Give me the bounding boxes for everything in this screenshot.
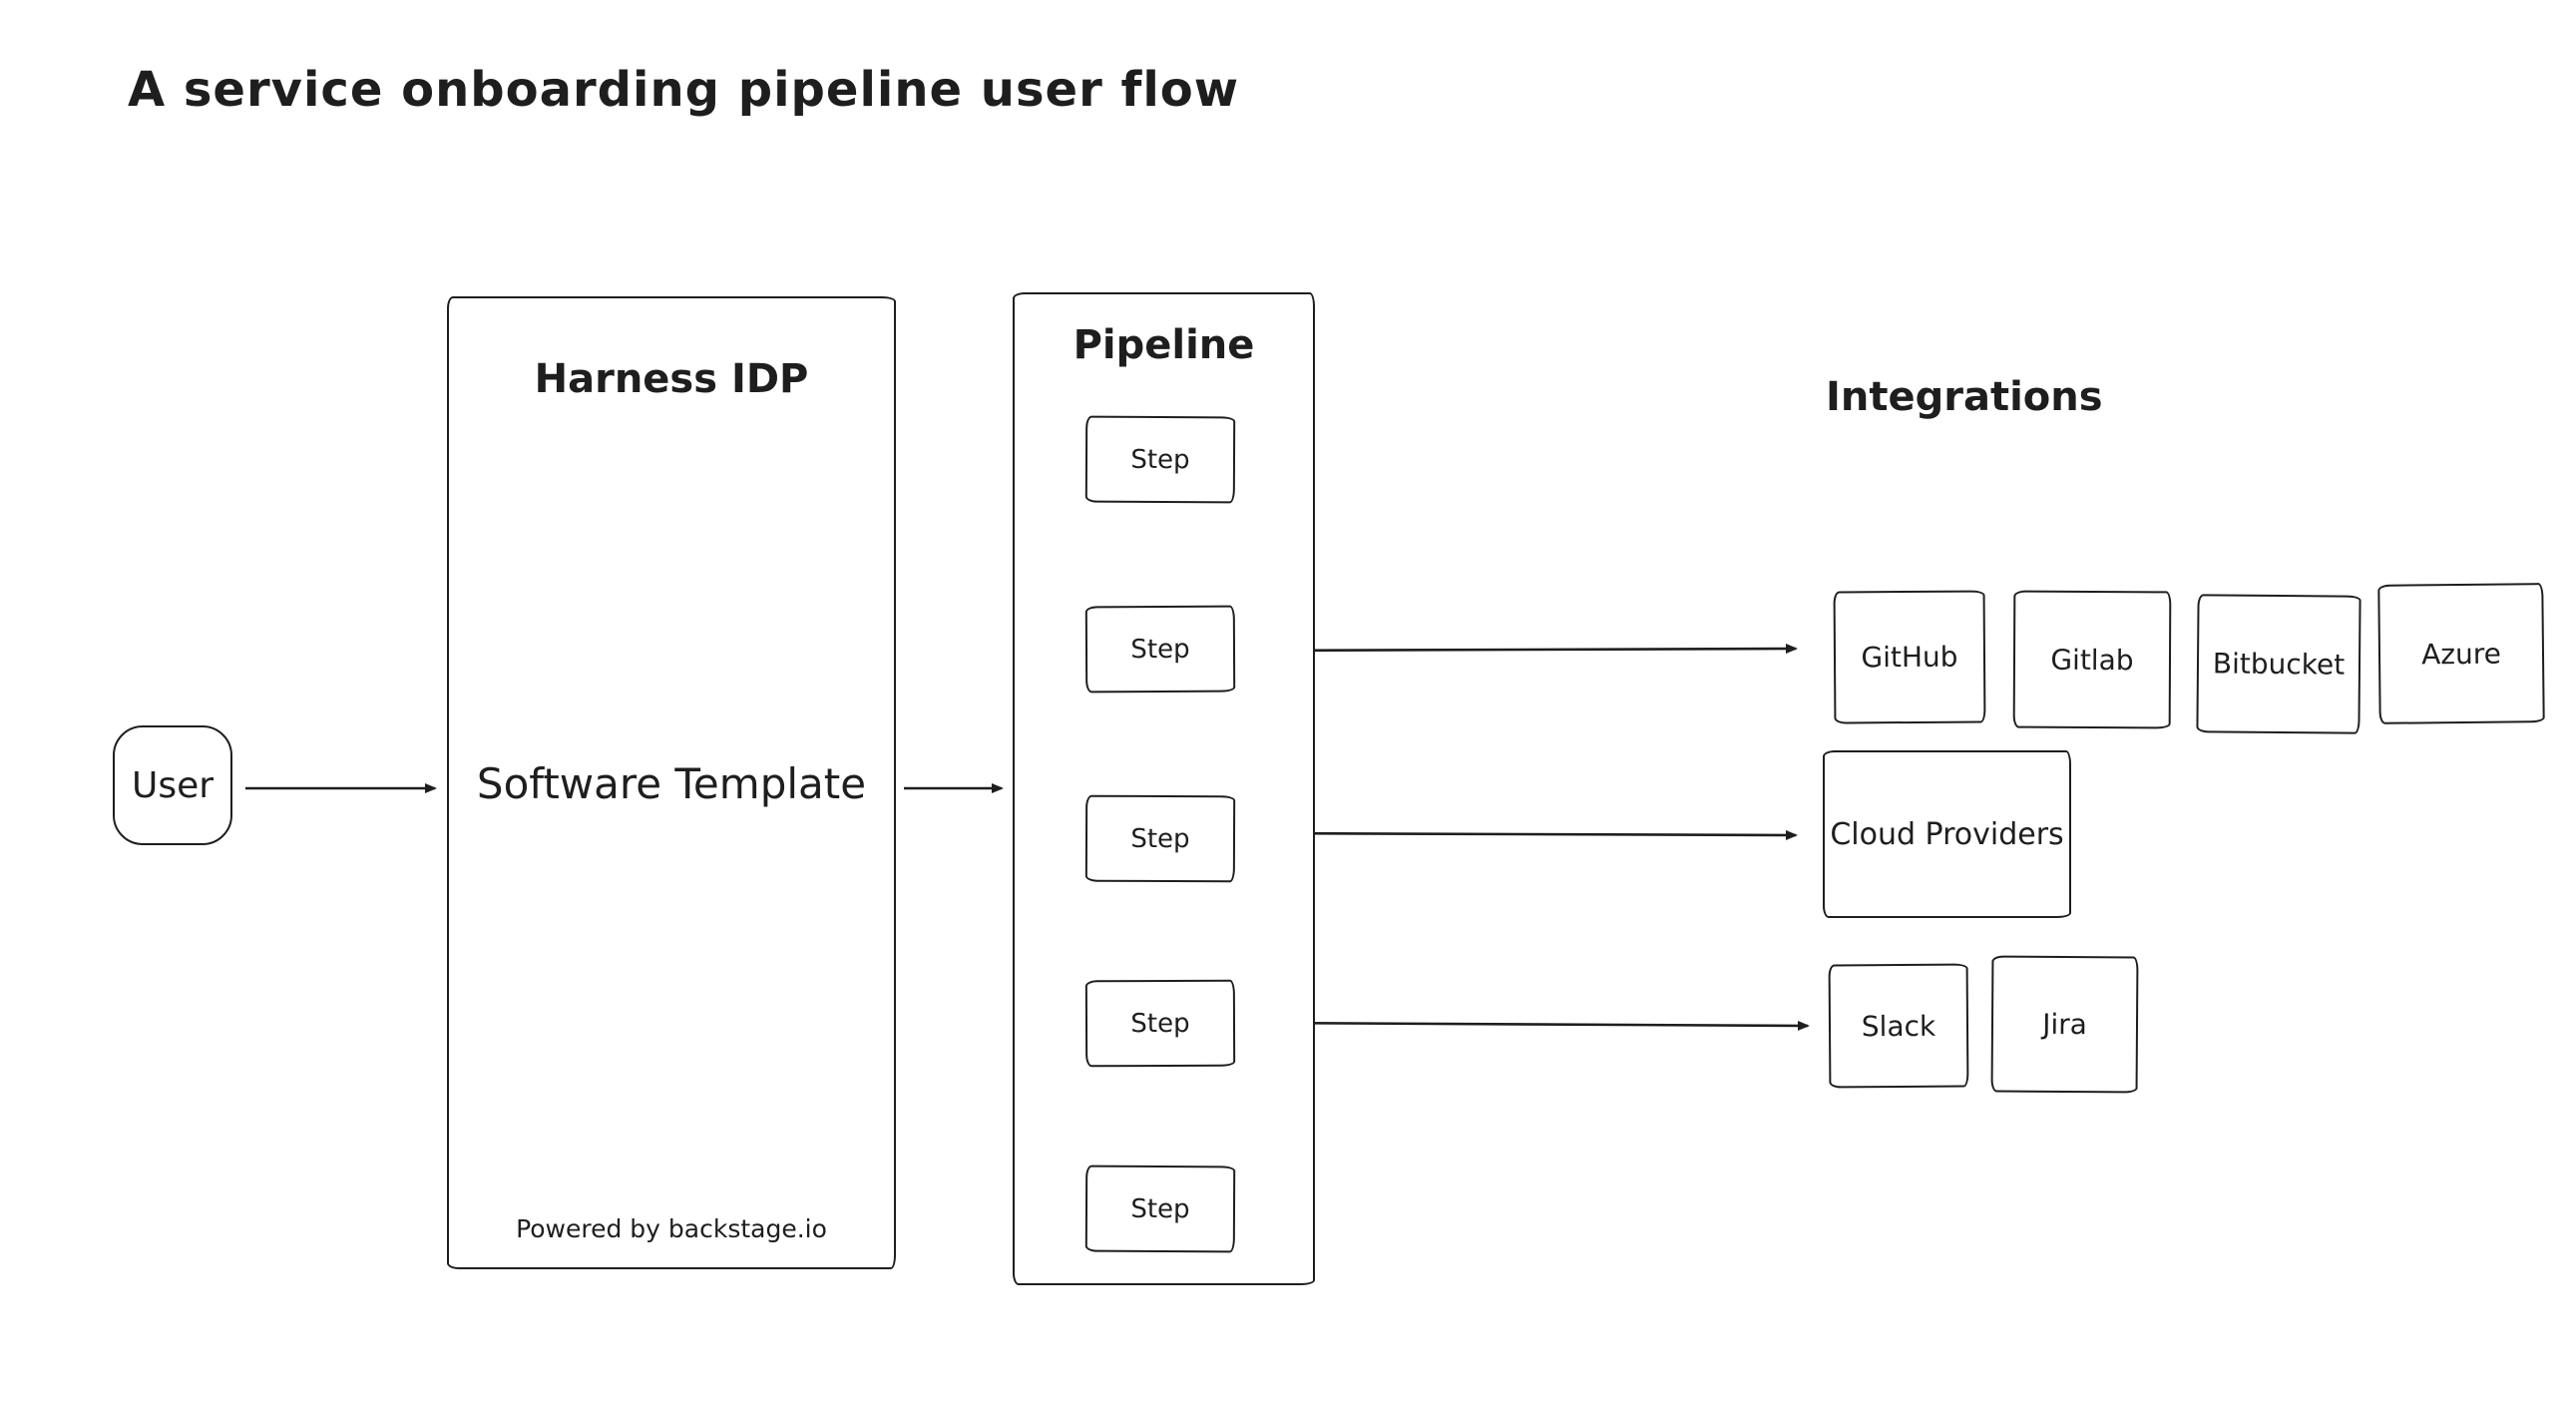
- integration-jira: Jira: [1990, 955, 2139, 1094]
- step-label: Step: [1130, 1008, 1190, 1039]
- user-label: User: [131, 764, 215, 806]
- integration-github: GitHub: [1833, 590, 1986, 724]
- powered-by-label: Powered by backstage.io: [516, 1214, 827, 1243]
- arrow-step3-to-cloud: [1249, 829, 1798, 840]
- gitlab-label: Gitlab: [2050, 643, 2134, 677]
- slack-label: Slack: [1861, 1009, 1936, 1043]
- integration-gitlab: Gitlab: [2012, 590, 2172, 729]
- arrow-step4-to-collab: [1256, 1020, 1810, 1031]
- jira-label: Jira: [2042, 1007, 2087, 1042]
- step-box-3: Step: [1084, 794, 1236, 883]
- step-box-4: Step: [1084, 979, 1236, 1068]
- azure-label: Azure: [2420, 637, 2502, 671]
- integration-azure: Azure: [2377, 583, 2545, 724]
- step-label: Step: [1130, 1193, 1190, 1224]
- step-box-5: Step: [1084, 1165, 1236, 1253]
- software-template-label: Software Template: [476, 759, 867, 808]
- github-label: GitHub: [1861, 640, 1958, 675]
- integration-slack: Slack: [1828, 963, 1969, 1089]
- cloud-providers-label: Cloud Providers: [1830, 816, 2064, 852]
- step-box-1: Step: [1084, 415, 1236, 504]
- step-label: Step: [1130, 634, 1190, 665]
- step-box-2: Step: [1084, 605, 1236, 694]
- harness-idp-box: Harness IDP Software Template Powered by…: [447, 296, 896, 1269]
- user-node: User: [113, 725, 232, 845]
- step-label: Step: [1130, 823, 1190, 854]
- pipeline-title: Pipeline: [1073, 322, 1255, 368]
- bitbucket-label: Bitbucket: [2212, 647, 2346, 682]
- integration-bitbucket: Bitbucket: [2196, 594, 2361, 734]
- page-title: A service onboarding pipeline user flow: [128, 62, 1240, 118]
- integration-cloud-providers: Cloud Providers: [1823, 750, 2071, 918]
- step-label: Step: [1130, 444, 1190, 475]
- integrations-title: Integrations: [1826, 374, 2103, 420]
- arrow-step2-to-scm: [1246, 644, 1798, 655]
- harness-idp-title: Harness IDP: [534, 356, 809, 402]
